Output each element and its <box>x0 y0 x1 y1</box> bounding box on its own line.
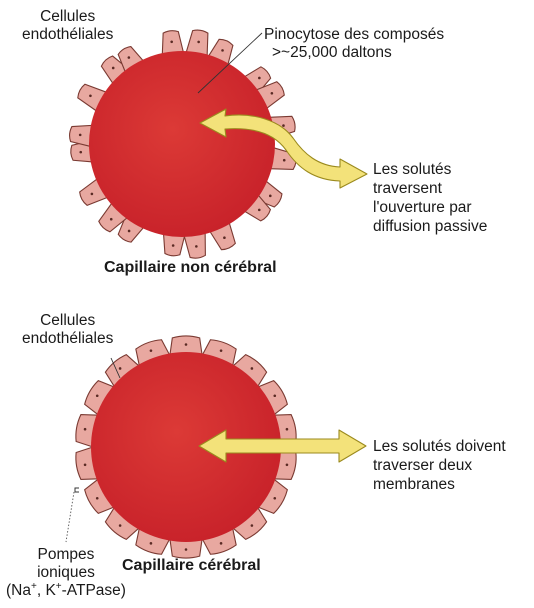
label-line: >~25,000 daltons <box>264 44 444 62</box>
label-line: Pinocytose des composés <box>264 26 444 44</box>
cell-nucleus <box>119 524 122 527</box>
cell-nucleus <box>251 524 254 527</box>
capillary-lumen <box>89 51 275 237</box>
cell-nucleus <box>286 463 289 466</box>
cell-nucleus <box>96 497 99 500</box>
label-line: traversent <box>373 179 487 198</box>
atpase-text: , K <box>37 582 56 599</box>
cell-nucleus <box>185 343 188 346</box>
label-line: endothéliales <box>22 330 113 348</box>
cell-nucleus <box>150 542 153 545</box>
cerebral-capillary <box>66 336 366 558</box>
cell-nucleus <box>172 244 175 247</box>
atpase-text: -ATPase) <box>62 582 126 599</box>
cell-nucleus <box>150 349 153 352</box>
label-line: Pompes <box>6 546 126 564</box>
bottom-cells-label: Cellules endothéliales <box>22 312 113 348</box>
cell-nucleus <box>128 230 131 233</box>
cell-nucleus <box>283 159 286 162</box>
cell-nucleus <box>128 56 131 59</box>
cell-nucleus <box>273 497 276 500</box>
cell-nucleus <box>170 40 173 43</box>
cell-nucleus <box>119 367 122 370</box>
label-line: Cellules <box>22 312 113 330</box>
label-line: Les solutés <box>373 160 487 179</box>
label-line: membranes <box>373 475 506 494</box>
ion-pump-marker <box>75 488 79 492</box>
cell-nucleus <box>79 134 82 137</box>
cerebral-caption: Capillaire cérébral <box>122 557 261 575</box>
cell-nucleus <box>89 94 92 97</box>
cell-nucleus <box>221 49 224 52</box>
cell-nucleus <box>96 394 99 397</box>
cell-nucleus <box>269 195 272 198</box>
ion-pump-leader-line <box>66 492 74 542</box>
cell-nucleus <box>91 193 94 196</box>
pinocytosis-label: Pinocytose des composés >~25,000 daltons <box>264 26 444 62</box>
cell-nucleus <box>195 245 198 248</box>
atpase-text: (Na <box>6 582 31 599</box>
cell-nucleus <box>282 124 285 127</box>
cell-nucleus <box>84 428 87 431</box>
label-line: endothéliales <box>22 26 113 44</box>
cell-nucleus <box>258 77 261 80</box>
cell-nucleus <box>84 463 87 466</box>
cell-nucleus <box>223 236 226 239</box>
label-line: traverser deux <box>373 456 506 475</box>
cell-nucleus <box>220 349 223 352</box>
cell-nucleus <box>197 41 200 44</box>
non-cerebral-caption: Capillaire non cérébral <box>104 259 277 277</box>
cell-nucleus <box>110 218 113 221</box>
cell-nucleus <box>258 209 261 212</box>
passive-diffusion-label: Les solutés traversent l'ouverture par d… <box>373 160 487 236</box>
cell-nucleus <box>185 548 188 551</box>
cell-nucleus <box>112 67 115 70</box>
cell-nucleus <box>286 428 289 431</box>
two-membranes-label: Les solutés doivent traverser deux membr… <box>373 437 506 494</box>
label-line: diffusion passive <box>373 217 487 236</box>
atpase-line: (Na+, K+-ATPase) <box>6 582 126 600</box>
non-cerebral-capillary <box>70 30 367 258</box>
label-line: Cellules <box>22 8 113 26</box>
cell-nucleus <box>79 151 82 154</box>
cell-nucleus <box>251 367 254 370</box>
label-line: ioniques <box>6 564 126 582</box>
cell-nucleus <box>271 92 274 95</box>
ion-pumps-label: Pompes ioniques (Na+, K+-ATPase) <box>6 546 126 600</box>
label-line: Les solutés doivent <box>373 437 506 456</box>
top-cells-label: Cellules endothéliales <box>22 8 113 44</box>
label-line: l'ouverture par <box>373 198 487 217</box>
cell-nucleus <box>273 394 276 397</box>
cell-nucleus <box>220 542 223 545</box>
